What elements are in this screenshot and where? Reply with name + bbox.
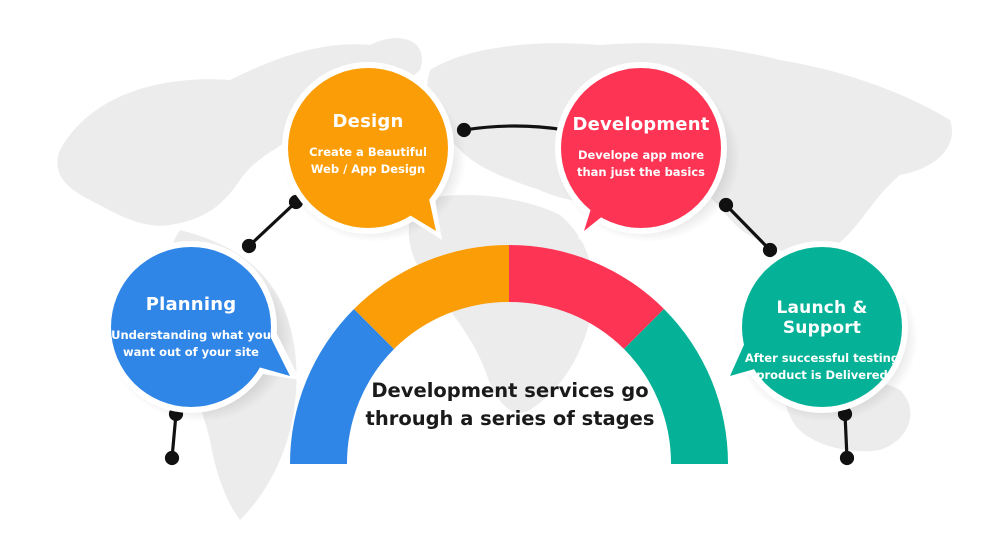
arc-segment-development — [509, 244, 664, 349]
bubble-planning — [105, 241, 300, 413]
bubble-development — [555, 62, 727, 240]
stage-title: Planning — [145, 294, 237, 315]
arc-segment-launch — [624, 309, 729, 464]
bubble-design — [282, 62, 454, 240]
center-caption: Development services go through a series… — [365, 379, 655, 430]
arc-segment-planning — [289, 309, 394, 464]
stage-title: Design — [332, 111, 404, 132]
stage-launch-support: Launch & Support After successful testin… — [737, 298, 907, 384]
bubble-launch — [722, 241, 908, 413]
stage-title: Development — [572, 114, 710, 135]
arc-segment-design — [354, 244, 509, 349]
stage-arc — [289, 244, 729, 464]
stage-title: Launch & Support — [776, 298, 868, 338]
